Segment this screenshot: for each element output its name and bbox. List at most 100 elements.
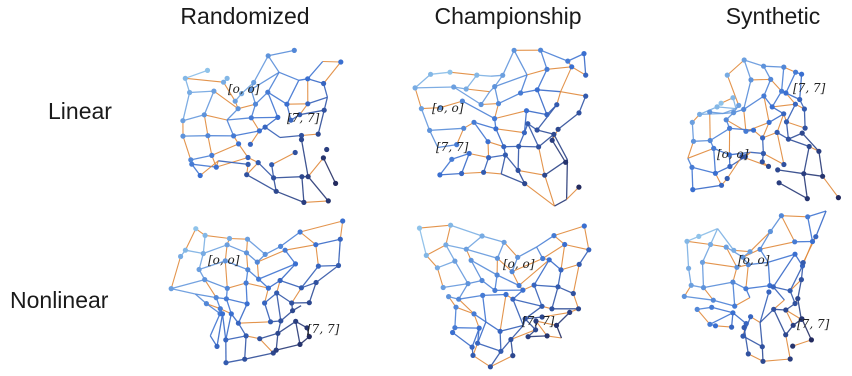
graph-panel: [7, 7][o, o] [687,57,842,202]
graph-node [732,303,738,309]
graph-node [416,225,423,231]
graph-node [792,300,798,307]
graph-edge [255,91,269,105]
graph-edge [429,130,439,148]
graph-node [453,304,459,310]
graph-node [193,226,199,232]
graph-edge [458,298,475,315]
graph-node [581,223,587,229]
graph-node [492,84,498,90]
graph-node [479,277,485,284]
graph-edge [564,243,589,251]
graph-edge [726,59,745,76]
graph-node [244,236,251,242]
graph-node [448,222,454,228]
graph-edge [510,329,536,341]
graph-edge [780,67,785,92]
graph-node [800,260,806,266]
graph-edge [258,263,296,280]
graph-node [265,53,271,59]
graph-edge [773,309,787,336]
graph-edge [698,227,718,238]
graph-node [324,146,330,153]
graph-node [718,182,725,188]
graph-edge [785,309,794,326]
graph-node [189,161,195,167]
graph-node [256,276,262,282]
graph-edge [414,73,432,89]
graph-node [289,300,295,306]
graph-edge [732,282,736,307]
graph-edge [496,242,505,259]
graph-edge [226,298,248,305]
graph-edge [713,148,717,174]
graph-edge [256,262,260,280]
graph-node [252,101,259,107]
graph-edge [759,241,795,250]
graph-node [795,296,801,302]
graph-node [235,106,241,112]
graph-edge [524,183,555,207]
graph-edge [184,228,197,251]
graph-edge [470,259,483,281]
graph-edge [526,110,548,116]
graph-node [471,311,477,317]
graph-edge [223,81,236,102]
graph-edge [803,146,810,174]
graph-node [486,155,492,161]
graph-node [710,297,716,303]
graph-edge [778,182,808,200]
coordinate-label: [o, o] [228,82,260,96]
graph-edge [743,59,752,81]
graph-edge [426,244,447,256]
graph-edge [267,91,288,105]
graph-edge [430,71,451,75]
graph-edge [482,295,487,322]
graph-edge [264,292,278,304]
graph-edge [414,87,422,109]
graph-node [525,121,531,127]
graph-node [232,98,238,104]
graph-edge [520,89,538,94]
graph-node [224,285,230,291]
graph-node [500,72,506,78]
graph-edge [715,165,731,174]
graph-node [544,333,550,339]
graph-edge [315,238,341,246]
graph-node [248,115,254,121]
graph-edge [534,284,559,288]
graph-node [731,110,737,116]
graph-node [220,79,227,85]
graph-edge [323,61,342,84]
graph-edge [495,128,505,147]
graph-node [474,72,480,78]
graph-edge [437,143,457,149]
graph-edge [247,238,266,255]
graph-node [297,341,303,347]
graph-edge [182,114,205,122]
graph-node [236,141,242,147]
graph-node [736,102,742,108]
graph-edge [725,246,738,268]
graph-node [494,272,500,278]
graph-edge [279,263,296,281]
graph-edge [257,162,275,179]
graph-node [743,286,749,292]
graph-edge [299,109,325,116]
column-title-randomized: Randomized [180,3,310,29]
graph-node [202,232,208,238]
graph-node [217,306,223,312]
graph-edge [537,89,561,93]
graph-edge [763,153,785,165]
graph-node [709,304,715,310]
graph-edge [455,306,475,315]
graph-node [297,229,303,235]
graph-edge [578,95,587,114]
graph-node [712,170,719,176]
graph-node [243,280,249,286]
graph-edge [245,252,249,270]
graph-node [714,104,720,110]
graph-edge [729,151,751,156]
graph-node [452,325,458,331]
graph-node [298,285,304,291]
